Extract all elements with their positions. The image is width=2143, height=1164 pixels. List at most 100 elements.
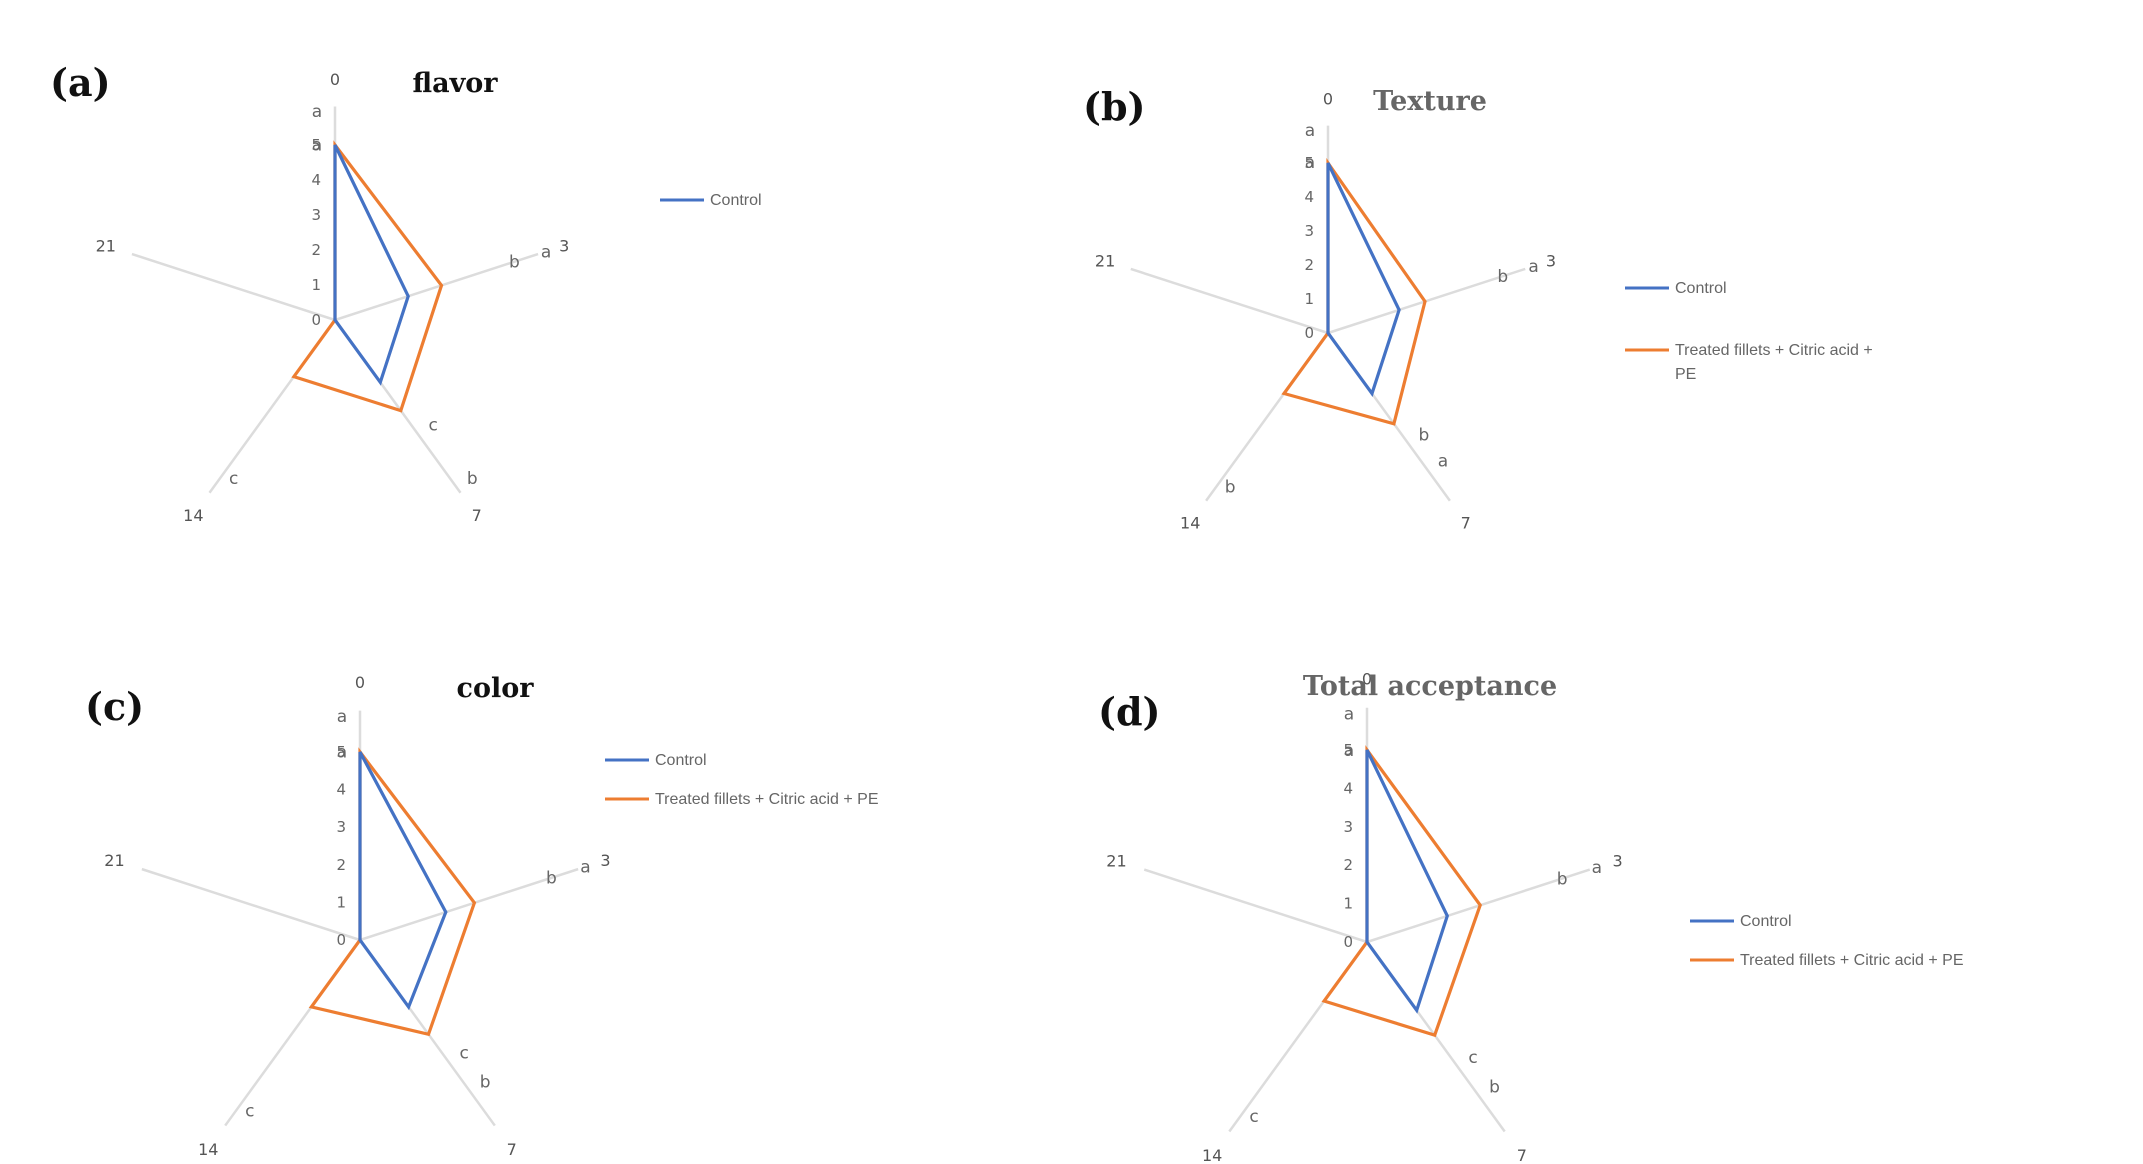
significance-letter: a [1344,704,1354,724]
radial-tick-label: 0 [336,931,346,949]
significance-letter: a [312,135,322,155]
radial-tick-label: 2 [1343,856,1353,874]
radial-tick-label: 5 [336,743,346,761]
category-label: 0 [355,673,365,692]
series-line-control [1326,162,1401,397]
significance-letter: a [541,242,551,262]
category-label: 21 [1106,852,1126,871]
radial-tick-label: 0 [311,311,321,329]
category-label: 3 [600,851,610,870]
radar-panel-b: 0371421012345aaabbab(b)TextureControlTre… [1083,84,1873,533]
radial-tick-label: 4 [1304,188,1314,206]
radial-tick-label: 5 [1304,154,1314,172]
radial-tick-label: 4 [336,781,346,799]
radial-tick-label: 2 [336,856,346,874]
radar-spoke [1130,267,1329,335]
significance-letter: a [1438,451,1448,471]
radar-spoke [359,867,579,942]
category-label: 3 [559,237,569,256]
significance-letter: b [1419,425,1430,445]
panel-label: (a) [50,60,111,105]
chart-title: flavor [412,68,498,99]
significance-letter: a [1344,741,1354,761]
category-label: 7 [507,1140,517,1159]
radar-spoke [1143,868,1368,944]
significance-letter: c [429,415,438,435]
radar-spoke [1327,267,1526,335]
significance-letter: c [245,1101,254,1121]
radar-panel-c: 0371421012345aaabbcc(c)colorControlTreat… [85,673,879,1159]
legend-entry: Treated fillets + Citric acid + PE [1740,952,1964,969]
panel-label: (b) [1083,84,1146,129]
category-label: 7 [1517,1146,1527,1164]
radial-tick-label: 1 [1343,895,1353,913]
legend-entry: Control [1740,913,1792,930]
category-label: 21 [104,851,124,870]
radial-tick-label: 1 [1304,290,1314,308]
significance-letter: a [337,707,347,727]
legend-entry: Control [710,192,762,209]
radial-tick-label: 4 [311,171,321,189]
significance-letter: c [1249,1107,1258,1127]
panel-label: (d) [1098,689,1161,734]
category-label: 14 [1202,1146,1222,1164]
legend-entry: Control [655,752,707,769]
series-line-control [358,751,448,1011]
radial-tick-label: 0 [1304,324,1314,342]
significance-letter: b [1489,1078,1500,1098]
significance-letter: b [1557,869,1568,889]
series-line-control [333,144,410,386]
significance-letter: a [580,858,590,878]
category-label: 3 [1546,252,1556,271]
radial-tick-label: 3 [311,206,321,224]
significance-letter: b [1225,478,1236,498]
category-label: 21 [1095,252,1115,271]
chart-title: Texture [1373,86,1487,117]
radial-tick-label: 4 [1343,779,1353,797]
significance-letter: c [229,469,238,489]
radial-tick-label: 5 [311,136,321,154]
significance-letter: b [546,869,557,889]
radar-spoke [131,252,336,322]
category-label: 7 [1461,514,1471,533]
radial-tick-label: 0 [1343,933,1353,951]
significance-letter: a [1305,121,1315,141]
radial-tick-label: 3 [1304,222,1314,240]
radial-tick-label: 5 [1343,741,1353,759]
radar-spoke [141,867,361,942]
significance-letter: a [337,743,347,763]
significance-letter: a [1305,153,1315,173]
significance-letter: b [480,1073,491,1093]
radial-tick-label: 2 [1304,256,1314,274]
radar-spoke [334,252,539,322]
significance-letter: a [1528,257,1538,277]
radial-tick-label: 3 [1343,818,1353,836]
category-label: 14 [183,506,203,525]
radial-tick-label: 1 [311,276,321,294]
legend-entry: Treated fillets + Citric acid +PE [1675,342,1873,383]
category-label: 14 [198,1140,218,1159]
radial-tick-label: 3 [336,818,346,836]
category-label: 3 [1612,852,1622,871]
significance-letter: b [1497,267,1508,287]
radial-tick-label: 1 [336,893,346,911]
significance-letter: b [509,253,520,273]
category-label: 0 [1362,670,1372,689]
category-label: 7 [472,506,482,525]
series-line-control [1365,749,1450,1014]
significance-letter: c [460,1044,469,1064]
legend-entry: Treated fillets + Citric acid + PE [655,791,879,808]
panel-label: (c) [85,684,144,729]
significance-letter: c [1468,1048,1477,1068]
radial-tick-label: 2 [311,241,321,259]
chart-title: Total acceptance [1303,671,1557,702]
legend-entry: Control [1675,280,1727,297]
significance-letter: a [312,102,322,122]
chart-title: color [457,673,535,704]
significance-letter: b [467,469,478,489]
category-label: 21 [96,237,116,256]
significance-letter: a [1592,858,1602,878]
